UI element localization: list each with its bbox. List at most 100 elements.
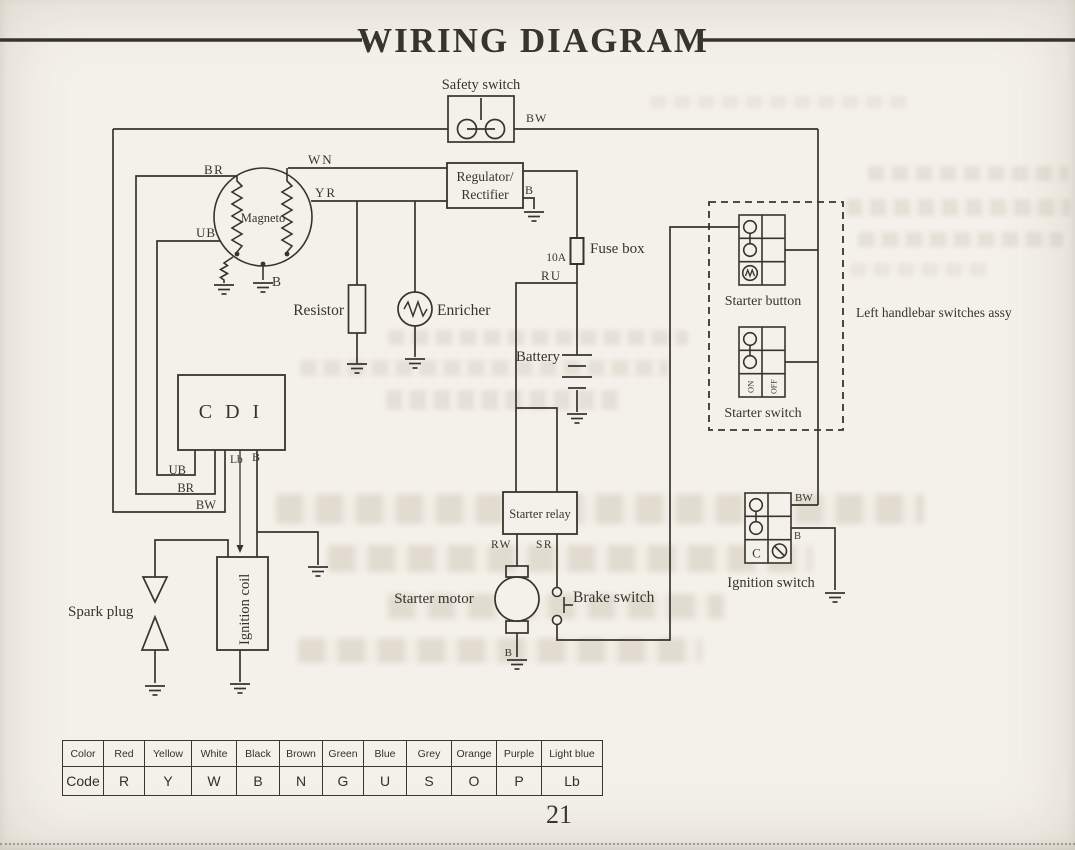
cdi-label: C D I xyxy=(199,401,263,423)
wire-label-cdi-bw: BW xyxy=(196,498,216,512)
table-cell: Red xyxy=(103,740,145,767)
wire-ru xyxy=(515,282,577,492)
regulator-label-line2: Rectifier xyxy=(461,187,509,202)
fuse-box: 10A Fuse box RU xyxy=(541,237,645,283)
ground-symbol xyxy=(229,683,251,694)
table-cell: Code xyxy=(62,766,104,796)
ground-symbol xyxy=(523,211,545,222)
safety-switch-label: Safety switch xyxy=(442,77,521,93)
bleedthrough-smudge xyxy=(846,199,1070,216)
wire-cdi-b-gnd xyxy=(257,531,319,565)
page-header: WIRING DIAGRAM xyxy=(0,21,1075,60)
table-cell: Yellow xyxy=(144,740,192,767)
table-cell: G xyxy=(322,766,364,796)
table-cell: Orange xyxy=(451,740,497,767)
scan-edge-dotted-line xyxy=(0,843,1075,845)
starter-switch: ON OFF Starter switch xyxy=(724,326,802,421)
bleedthrough-smudge xyxy=(850,263,990,276)
resistor-label: Resistor xyxy=(293,302,345,319)
ignition-switch-label: Ignition switch xyxy=(727,575,815,591)
table-cell: R xyxy=(103,766,145,796)
wire-bw-riser-left xyxy=(112,129,226,513)
wire-label-cdi-ub: UB xyxy=(169,463,186,477)
table-cell: Color xyxy=(62,740,104,767)
table-cell: Y xyxy=(144,766,192,796)
color-header-row: Color Red Yellow White Black Brown Green… xyxy=(62,740,603,767)
ground-symbol xyxy=(252,282,274,293)
spark-plug-label: Spark plug xyxy=(68,604,134,620)
starter-button-label: Starter button xyxy=(725,294,802,309)
wire-color-code-table: Color Red Yellow White Black Brown Green… xyxy=(62,740,603,796)
wire-label-wn: WN xyxy=(308,152,334,167)
wire-label-motor-b: B xyxy=(505,647,512,659)
lb-wire-arrowhead xyxy=(236,545,244,553)
ground-symbol xyxy=(144,685,166,696)
regulator-label-line1: Regulator/ xyxy=(457,169,514,184)
magneto: Magneto BR WN YR UB B xyxy=(196,152,337,295)
ignition-coil: Ignition coil xyxy=(216,556,269,694)
table-cell: Green xyxy=(322,740,364,767)
wire-ru-branch xyxy=(516,407,558,492)
wire-label-magneto-b: B xyxy=(272,274,281,289)
wire-reg-b xyxy=(523,197,535,209)
brake-switch-label: Brake switch xyxy=(573,589,655,606)
table-cell: Grey xyxy=(406,740,452,767)
bleedthrough-smudge xyxy=(328,545,812,572)
ignition-coil-label: Ignition coil xyxy=(237,574,253,645)
wire-reg-to-battery xyxy=(523,170,578,355)
wire-label-br: BR xyxy=(204,162,224,177)
table-cell: S xyxy=(406,766,452,796)
ground-symbol xyxy=(566,413,588,424)
magneto-coil-left xyxy=(230,176,244,255)
magneto-label: Magneto xyxy=(241,211,285,225)
wire-label-ignition-bw: BW xyxy=(795,492,813,504)
bleedthrough-smudge xyxy=(276,494,924,524)
magneto-coil-ground-tail xyxy=(218,256,234,283)
bleedthrough-smudge xyxy=(858,232,1063,247)
resistor: Resistor xyxy=(293,284,368,374)
table-cell: Blue xyxy=(363,740,407,767)
bleedthrough-smudge xyxy=(386,390,618,410)
table-cell: Light blue xyxy=(541,740,603,767)
page-title: WIRING DIAGRAM xyxy=(357,21,709,60)
wire-label-ru: RU xyxy=(541,269,561,283)
starter-relay: Starter relay RW SR xyxy=(491,491,578,551)
safety-switch: Safety switch BW xyxy=(442,77,547,143)
ground-symbol xyxy=(307,566,329,577)
table-cell: White xyxy=(191,740,237,767)
starter-motor: Starter motor B xyxy=(394,565,540,670)
wire-label-rw: RW xyxy=(491,539,512,551)
bleedthrough-smudge xyxy=(868,166,1068,181)
wire-label-ignition-b: B xyxy=(794,531,801,542)
table-cell: O xyxy=(451,766,497,796)
starter-switch-label: Starter switch xyxy=(724,406,801,421)
wire-label-bw-top: BW xyxy=(526,111,547,125)
wire-label-cdi-b: B xyxy=(252,450,260,464)
wire-label-sr: SR xyxy=(536,539,553,551)
bleedthrough-smudge xyxy=(300,360,668,376)
wire-label-yr: YR xyxy=(315,185,337,200)
table-cell: N xyxy=(279,766,323,796)
wire-ignition-b xyxy=(791,527,836,590)
table-cell: Lb xyxy=(541,766,603,796)
bleedthrough-smudge xyxy=(650,96,910,108)
table-cell: U xyxy=(363,766,407,796)
starter-switch-off-label: OFF xyxy=(770,379,779,394)
wire-label-cdi-lb: Lb xyxy=(230,454,243,466)
enricher-element xyxy=(403,299,428,319)
bleedthrough-smudge xyxy=(298,638,702,663)
code-row: Code R Y W B N G U S O P Lb xyxy=(62,766,603,796)
ground-symbol xyxy=(506,659,528,670)
fuse-box-label: Fuse box xyxy=(590,241,645,257)
wire-label-cdi-br: BR xyxy=(177,481,194,495)
table-cell: Black xyxy=(236,740,280,767)
enricher: Enricher xyxy=(397,291,491,369)
starter-switch-on-label: ON xyxy=(746,381,756,393)
spark-plug: Spark plug xyxy=(68,576,170,696)
cdi-unit: C D I UB BR BW Lb B xyxy=(169,374,329,577)
battery-label: Battery xyxy=(516,349,561,365)
wire-brake-to-button xyxy=(556,226,739,641)
regulator-rectifier: Regulator/ Rectifier B xyxy=(446,162,545,222)
fuse-rating-label: 10A xyxy=(546,252,567,264)
handlebar-assy-dashed-box xyxy=(708,201,844,431)
